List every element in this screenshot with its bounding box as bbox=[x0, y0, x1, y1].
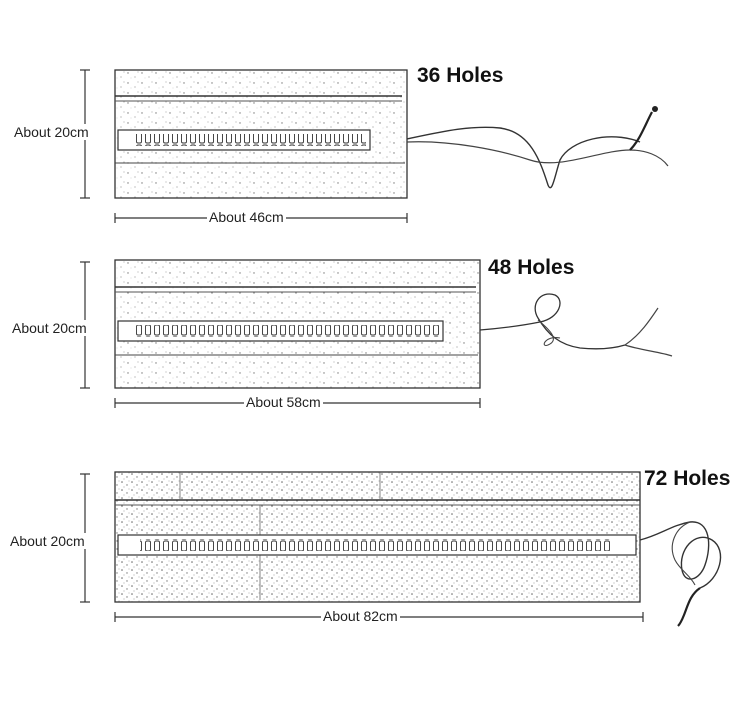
roll-48-holes-label: 48 Holes bbox=[488, 256, 575, 279]
roll-36-height-label: About 20cm bbox=[12, 124, 91, 140]
roll-36-brush-holes bbox=[136, 134, 366, 146]
roll-72-drawing bbox=[80, 471, 722, 627]
roll-72-holes-label: 72 Holes bbox=[644, 467, 731, 490]
roll-48-tie-string bbox=[479, 293, 626, 350]
roll-48-brush-holes bbox=[136, 325, 440, 337]
roll-36-holes-label: 36 Holes bbox=[417, 64, 504, 87]
roll-72-width-label: About 82cm bbox=[321, 608, 400, 624]
roll-48-width-label: About 58cm bbox=[244, 394, 323, 410]
roll-72-brush-holes bbox=[140, 539, 610, 551]
roll-72-tie-string bbox=[639, 521, 722, 589]
roll-36-drawing bbox=[80, 69, 669, 223]
roll-48-drawing bbox=[80, 259, 673, 408]
roll-36-width-label: About 46cm bbox=[207, 209, 286, 225]
roll-36-tie-string bbox=[406, 126, 641, 189]
roll-48-height-label: About 20cm bbox=[10, 320, 89, 336]
roll-72-height-label: About 20cm bbox=[8, 533, 87, 549]
